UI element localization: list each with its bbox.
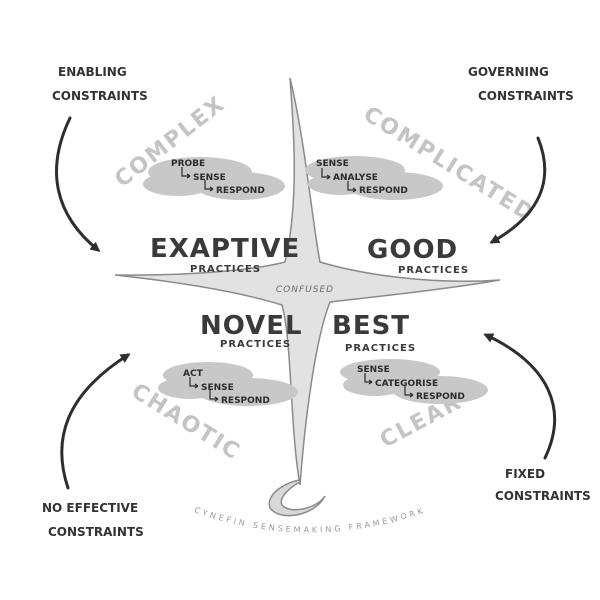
constraint-none-line2: CONSTRAINTS xyxy=(48,525,144,539)
step-connectors xyxy=(181,167,414,402)
practice-good-sub: PRACTICES xyxy=(398,265,469,276)
step-chaotic-1: ACT xyxy=(183,369,204,379)
practice-good-title: GOOD xyxy=(367,235,458,265)
step-chaotic-2: SENSE xyxy=(201,383,234,393)
step-complicated-3: RESPOND xyxy=(359,186,408,196)
confused-label: CONFUSED xyxy=(276,285,334,295)
arrow-fixed-icon xyxy=(483,333,557,460)
constraint-governing-line1: GOVERNING xyxy=(468,65,549,79)
domain-boundaries xyxy=(114,77,501,517)
boundary-cross xyxy=(114,77,501,486)
cloud-chaotic xyxy=(158,362,298,406)
practice-novel-title: NOVEL xyxy=(200,311,303,341)
step-complex-2: SENSE xyxy=(193,173,226,183)
step-clear-2: CATEGORISE xyxy=(375,379,438,389)
practice-novel-sub: PRACTICES xyxy=(220,339,291,350)
constraint-enabling-line2: CONSTRAINTS xyxy=(52,89,148,103)
constraint-fixed-line1: FIXED xyxy=(505,467,545,481)
step-clear-3: RESPOND xyxy=(416,392,465,402)
practice-exaptive-title: EXAPTIVE xyxy=(150,234,300,264)
practice-best-sub: PRACTICES xyxy=(345,343,416,354)
cloud-clear xyxy=(340,359,488,404)
practice-best-title: BEST xyxy=(332,311,410,341)
cliff-curl xyxy=(268,479,326,517)
constraint-fixed-line2: CONSTRAINTS xyxy=(495,489,591,503)
step-complicated-1: SENSE xyxy=(316,159,349,169)
constraint-enabling-line1: ENABLING xyxy=(58,65,127,79)
step-complicated-2: ANALYSE xyxy=(333,173,378,183)
arrow-governing-icon xyxy=(489,136,547,244)
step-complex-3: RESPOND xyxy=(216,186,265,196)
constraint-governing-line2: CONSTRAINTS xyxy=(478,89,574,103)
constraint-none-line1: NO EFFECTIVE xyxy=(42,501,138,515)
practice-exaptive-sub: PRACTICES xyxy=(190,264,261,275)
arrow-enabling-icon xyxy=(55,116,101,252)
step-clear-1: SENSE xyxy=(357,365,390,375)
step-chaotic-3: RESPOND xyxy=(221,396,270,406)
cloud-complex xyxy=(143,157,285,200)
arrow-no-effective-icon xyxy=(60,353,131,490)
step-complex-1: PROBE xyxy=(171,159,205,169)
